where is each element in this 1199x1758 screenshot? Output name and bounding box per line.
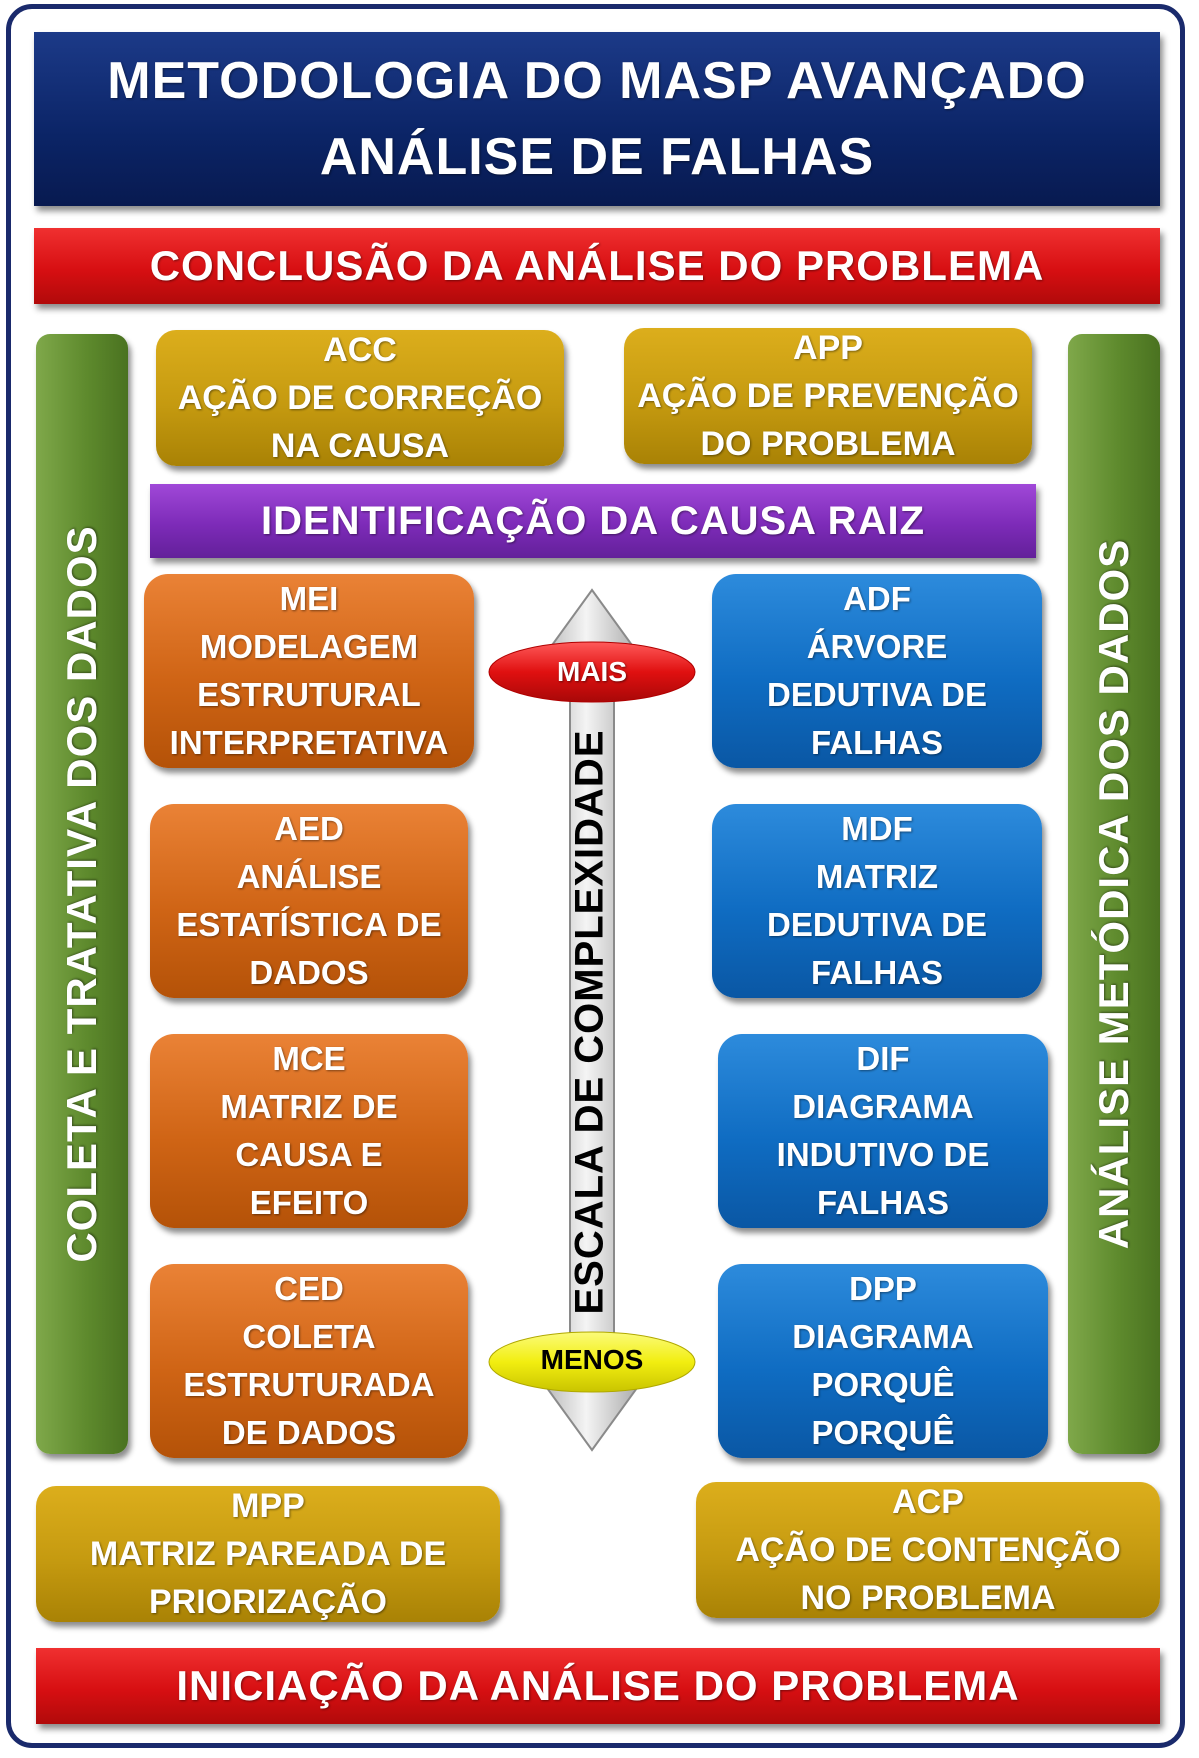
scale-bottom-label: MENOS: [540, 1344, 644, 1375]
mei-line-2: ESTRUTURAL: [197, 676, 421, 713]
app-line-2: DO PROBLEMA: [700, 425, 956, 463]
mce-code: MCE: [272, 1040, 346, 1077]
complexity-scale-label: ESCALA DE COMPLEXIDADE: [567, 729, 612, 1315]
mdf-code: MDF: [841, 810, 913, 847]
aed-line-3: DADOS: [249, 954, 369, 991]
action-box-acc: ACC AÇÃO DE CORREÇÃO NA CAUSA: [156, 330, 564, 466]
dpp-code: DPP: [849, 1270, 917, 1307]
dpp-line-2: PORQUÊ: [811, 1366, 955, 1403]
initiation-bar: INICIAÇÃO DA ANÁLISE DO PROBLEMA: [36, 1648, 1160, 1724]
conclusion-bar-label: CONCLUSÃO DA ANÁLISE DO PROBLEMA: [149, 242, 1045, 289]
title-line-1: METODOLOGIA DO MASP AVANÇADO: [107, 52, 1087, 110]
action-box-mpp: MPP MATRIZ PAREADA DE PRIORIZAÇÃO: [36, 1486, 500, 1622]
acc-line-2: NA CAUSA: [270, 427, 450, 465]
ced-line-1: COLETA: [242, 1318, 376, 1355]
mpp-line-2: PRIORIZAÇÃO: [149, 1583, 387, 1621]
mdf-line-3: FALHAS: [811, 954, 943, 991]
mpp-line-1: MATRIZ PAREADA DE: [89, 1535, 447, 1573]
mpp-code: MPP: [231, 1487, 305, 1525]
adf-code: ADF: [843, 580, 911, 617]
methodical-analysis-bar: ANÁLISE METÓDICA DOS DADOS: [1068, 334, 1160, 1454]
methodical-analysis-label: ANÁLISE METÓDICA DOS DADOS: [1090, 538, 1137, 1250]
method-box-ced: CED COLETA ESTRUTURADA DE DADOS: [150, 1264, 468, 1458]
ced-code: CED: [274, 1270, 344, 1307]
adf-line-1: ÁRVORE: [806, 628, 948, 665]
dpp-line-3: PORQUÊ: [811, 1414, 955, 1451]
action-box-app: APP AÇÃO DE PREVENÇÃO DO PROBLEMA: [624, 328, 1032, 464]
mais-ellipse: [488, 641, 696, 703]
dif-line-1: DIAGRAMA: [792, 1088, 974, 1125]
method-box-dif: DIF DIAGRAMA INDUTIVO DE FALHAS: [718, 1034, 1048, 1228]
acp-line-1: AÇÃO DE CONTENÇÃO: [735, 1531, 1121, 1569]
acp-code: ACP: [892, 1483, 964, 1521]
mce-line-1: MATRIZ DE: [220, 1088, 398, 1125]
dif-code: DIF: [856, 1040, 910, 1077]
mdf-line-1: MATRIZ: [815, 858, 939, 895]
ced-line-2: ESTRUTURADA: [183, 1366, 435, 1403]
dpp-line-1: DIAGRAMA: [792, 1318, 974, 1355]
root-cause-label: IDENTIFICAÇÃO DA CAUSA RAIZ: [260, 498, 925, 543]
method-box-dpp: DPP DIAGRAMA PORQUÊ PORQUÊ: [718, 1264, 1048, 1458]
mei-line-1: MODELAGEM: [199, 628, 419, 665]
app-code: APP: [793, 329, 863, 367]
mce-line-3: EFEITO: [249, 1184, 369, 1221]
acc-line-1: AÇÃO DE CORREÇÃO: [177, 379, 543, 417]
menos-ellipse: [488, 1331, 696, 1393]
action-box-acp: ACP AÇÃO DE CONTENÇÃO NO PROBLEMA: [696, 1482, 1160, 1618]
acp-line-2: NO PROBLEMA: [800, 1579, 1056, 1617]
method-box-adf: ADF ÁRVORE DEDUTIVA DE FALHAS: [712, 574, 1042, 768]
data-collection-bar: COLETA E TRATATIVA DOS DADOS: [36, 334, 128, 1454]
mce-line-2: CAUSA E: [235, 1136, 383, 1173]
complexity-scale-arrow: [488, 588, 696, 1452]
dif-line-2: INDUTIVO DE: [776, 1136, 990, 1173]
adf-line-2: DEDUTIVA DE: [766, 676, 987, 713]
aed-line-2: ESTATÍSTICA DE: [176, 906, 442, 943]
method-box-mei: MEI MODELAGEM ESTRUTURAL INTERPRETATIVA: [144, 574, 474, 768]
mdf-line-2: DEDUTIVA DE: [766, 906, 987, 943]
adf-line-3: FALHAS: [811, 724, 943, 761]
mei-line-3: INTERPRETATIVA: [169, 724, 449, 761]
method-box-aed: AED ANÁLISE ESTATÍSTICA DE DADOS: [150, 804, 468, 998]
page-title: METODOLOGIA DO MASP AVANÇADO ANÁLISE DE …: [34, 32, 1160, 206]
acc-code: ACC: [323, 331, 397, 369]
aed-code: AED: [274, 810, 344, 847]
mei-code: MEI: [279, 580, 339, 617]
dif-line-3: FALHAS: [817, 1184, 949, 1221]
ced-line-3: DE DADOS: [221, 1414, 397, 1451]
data-collection-label: COLETA E TRATATIVA DOS DADOS: [58, 525, 105, 1263]
method-box-mdf: MDF MATRIZ DEDUTIVA DE FALHAS: [712, 804, 1042, 998]
aed-line-1: ANÁLISE: [236, 858, 382, 895]
method-box-mce: MCE MATRIZ DE CAUSA E EFEITO: [150, 1034, 468, 1228]
title-line-2: ANÁLISE DE FALHAS: [319, 128, 875, 186]
root-cause-bar: IDENTIFICAÇÃO DA CAUSA RAIZ: [150, 484, 1036, 558]
conclusion-bar: CONCLUSÃO DA ANÁLISE DO PROBLEMA: [34, 228, 1160, 304]
initiation-bar-label: INICIAÇÃO DA ANÁLISE DO PROBLEMA: [176, 1662, 1020, 1709]
scale-top-label: MAIS: [557, 656, 627, 687]
app-line-1: AÇÃO DE PREVENÇÃO: [637, 377, 1019, 415]
